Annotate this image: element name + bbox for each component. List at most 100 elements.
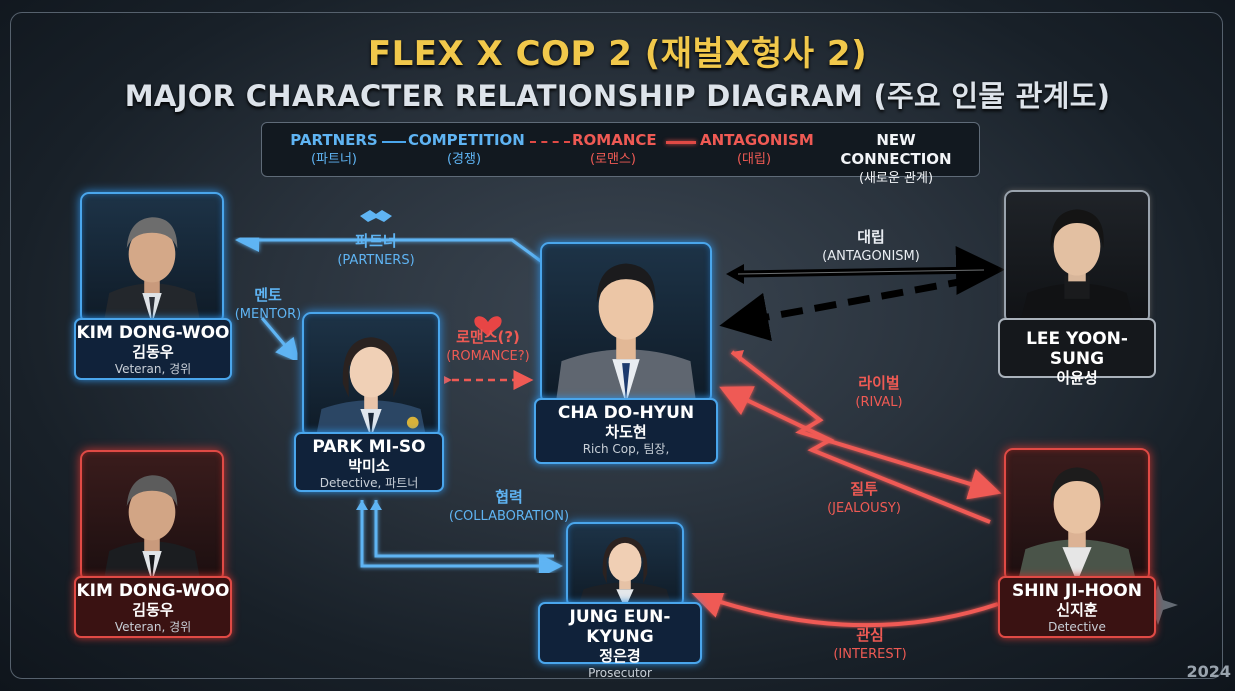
portrait-lee-yoon-sung[interactable] — [1004, 190, 1150, 324]
rel-collaboration-ko: 협력 — [495, 488, 523, 506]
antagonism-dashed-line — [719, 276, 971, 342]
person-icon — [578, 537, 672, 606]
park-role: Detective, 파트너 — [319, 476, 419, 490]
rel-partners-ko: 파트너 — [355, 232, 397, 250]
legend-romance-label: ROMANCE — [572, 131, 657, 149]
kim2-name-ko: 김동우 — [132, 601, 174, 619]
portrait-cha-do-hyun[interactable] — [540, 242, 712, 404]
portrait-jung-eun-kyung[interactable] — [566, 522, 684, 608]
legend-new-connection: NEW CONNECTION (새로운 관계) — [824, 131, 968, 188]
shin-name-en: SHIN JI-HOON — [1011, 581, 1142, 601]
portrait-park-mi-so[interactable] — [302, 312, 440, 438]
person-icon — [1020, 209, 1134, 322]
rel-romance: 로맨스(?) (ROMANCE?) — [432, 328, 544, 366]
person-icon — [316, 337, 426, 436]
label-kim-dong-woo-1: KIM DONG-WOO 김동우 Veteran, 경위 — [74, 318, 232, 380]
kim1-role: Veteran, 경위 — [114, 362, 192, 376]
lee-name-ko: 이윤성 — [1056, 369, 1098, 387]
rel-interest: 관심 (INTEREST) — [812, 626, 928, 664]
cha-role: Rich Cop, 팀장, — [582, 442, 670, 456]
sparkle-icon — [1138, 585, 1178, 625]
label-lee-yoon-sung: LEE YOON-SUNG 이윤성 — [998, 318, 1156, 387]
cha-name-en: CHA DO-HYUN — [557, 403, 695, 423]
legend-partners: PARTNERS (파트너) — [284, 131, 384, 169]
person-icon — [103, 217, 201, 322]
cha-name-ko: 차도현 — [605, 423, 647, 441]
rel-rival: 라이벌 (RIVAL) — [816, 374, 942, 412]
rel-romance-ko: 로맨스(?) — [456, 328, 520, 346]
rel-interest-ko: 관심 — [856, 626, 884, 644]
rel-jealousy-ko: 질투 — [850, 480, 878, 498]
outer-frame — [10, 12, 1223, 679]
rel-jealousy: 질투 (JEALOUSY) — [806, 480, 922, 518]
person-icon — [1018, 467, 1136, 580]
person-icon — [555, 263, 697, 402]
rel-rival-ko: 라이벌 — [858, 374, 900, 392]
handshake-icon — [360, 210, 392, 222]
label-cha-do-hyun: CHA DO-HYUN 차도현 Rich Cop, 팀장, — [534, 398, 718, 464]
kim2-name-en: KIM DONG-WOO — [76, 581, 230, 601]
rel-partners-en: (PARTNERS) — [337, 253, 415, 268]
legend-new-connection-sub: (새로운 관계) — [858, 171, 934, 186]
portrait-shin-ji-hoon[interactable] — [1004, 448, 1150, 582]
legend-romance-sub: (로맨스) — [589, 152, 637, 167]
legend-new-connection-label: NEW CONNECTION — [840, 131, 952, 168]
shin-role: Detective — [1048, 620, 1106, 634]
legend-antagonism-sub: (대립) — [736, 152, 772, 167]
rel-interest-en: (INTEREST) — [833, 647, 907, 662]
label-park-mi-so: PARK MI-SO 박미소 Detective, 파트너 — [294, 432, 444, 492]
label-jung-eun-kyung: JUNG EUN-KYUNG 정은경 Prosecutor — [538, 602, 702, 680]
collaboration-line-2 — [374, 500, 554, 558]
park-name-ko: 박미소 — [348, 457, 390, 475]
legend-partners-label: PARTNERS — [290, 131, 378, 149]
rel-romance-en: (ROMANCE?) — [446, 349, 530, 364]
person-icon — [103, 475, 201, 580]
portrait-kim-dong-woo-1[interactable] — [80, 192, 224, 324]
subtitle: MAJOR CHARACTER RELATIONSHIP DIAGRAM (주요… — [124, 79, 1111, 113]
legend-romance: ROMANCE (로맨스) — [572, 131, 657, 169]
interest-line — [690, 587, 999, 628]
rel-antagonism-en: (ANTAGONISM) — [822, 249, 920, 264]
partners-line — [235, 228, 543, 264]
rel-mentor: 멘토 (MENTOR) — [214, 286, 322, 324]
rel-collaboration-en: (COLLABORATION) — [448, 509, 570, 524]
rel-mentor-ko: 멘토 — [254, 286, 282, 304]
legend-dashed-line-icon — [530, 141, 570, 143]
rel-collaboration: 협력 (COLLABORATION) — [444, 488, 574, 526]
lee-name-en: LEE YOON-SUNG — [1026, 329, 1128, 369]
legend-competition-sub: (경쟁) — [446, 152, 482, 167]
legend-antagonism-label: ANTAGONISM — [700, 131, 814, 149]
rel-jealousy-en: (JEALOUSY) — [827, 501, 901, 516]
label-kim-dong-woo-2: KIM DONG-WOO 김동우 Veteran, 경위 — [74, 576, 232, 638]
label-shin-ji-hoon: SHIN JI-HOON 신지훈 Detective — [998, 576, 1156, 638]
legend-antagonism: ANTAGONISM (대립) — [700, 131, 814, 169]
portrait-kim-dong-woo-2[interactable] — [80, 450, 224, 582]
jealousy-line — [719, 386, 991, 524]
legend: PARTNERS (파트너) COMPETITION (경쟁) ROMANCE … — [261, 122, 980, 186]
rival-line — [730, 350, 1002, 500]
rel-partners: 파트너 (PARTNERS) — [316, 232, 436, 270]
mentor-line — [260, 317, 300, 363]
park-name-en: PARK MI-SO — [312, 437, 426, 457]
jung-name-en: JUNG EUN-KYUNG — [569, 607, 671, 647]
rel-rival-en: (RIVAL) — [855, 395, 903, 410]
legend-competition: COMPETITION (경쟁) — [408, 131, 525, 169]
jung-role: Prosecutor — [588, 666, 652, 680]
kim1-name-en: KIM DONG-WOO — [76, 323, 230, 343]
kim2-role: Veteran, 경위 — [114, 620, 192, 634]
main-title: FLEX X COP 2 (재벌X형사 2) — [367, 34, 868, 74]
kim1-name-ko: 김동우 — [132, 343, 174, 361]
year-label: 2024 — [1186, 662, 1231, 681]
legend-solid-line-icon — [382, 141, 406, 143]
shin-name-ko: 신지훈 — [1056, 601, 1098, 619]
legend-glow-line-icon — [666, 141, 696, 144]
collaboration-line-1 — [360, 500, 563, 578]
legend-competition-label: COMPETITION — [408, 131, 525, 149]
heart-icon — [474, 316, 502, 336]
rel-antagonism-ko: 대립 — [857, 228, 885, 246]
legend-partners-sub: (파트너) — [310, 152, 358, 167]
rel-antagonism: 대립 (ANTAGONISM) — [806, 228, 936, 266]
rel-mentor-en: (MENTOR) — [234, 307, 302, 322]
